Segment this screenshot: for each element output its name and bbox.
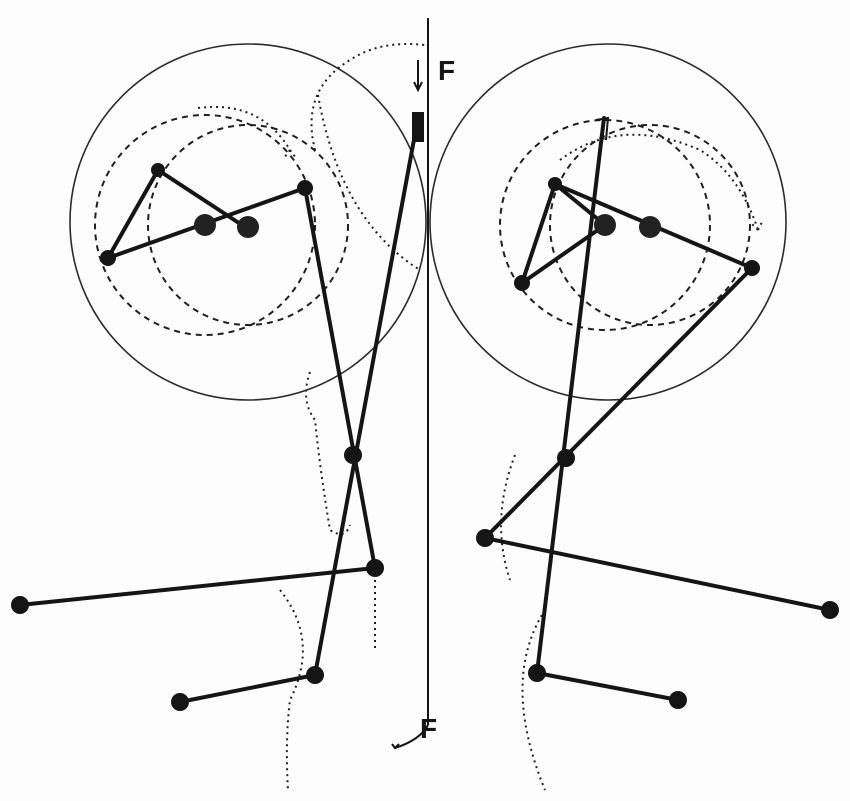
- left-lower-loop: [305, 371, 351, 535]
- right-crank-diagonal: [520, 223, 607, 285]
- left-foot-front-end: [171, 693, 189, 711]
- right-joint-top: [548, 177, 562, 191]
- left-joint-outer: [100, 250, 116, 266]
- left-axle: [194, 214, 216, 236]
- right-front-foot: [535, 671, 680, 702]
- left-foot-rear-end: [11, 596, 29, 614]
- right-foot-rear-end: [821, 601, 839, 619]
- right-top-hook: [595, 116, 610, 141]
- label-f-bottom: F: [420, 713, 437, 744]
- right-rear-leg: [483, 266, 754, 540]
- left-front-leg: [313, 116, 420, 677]
- left-rear-leg: [303, 186, 377, 570]
- right-hub: [639, 216, 661, 238]
- label-f-top: F: [438, 55, 455, 86]
- left-joint-upper-right: [297, 180, 313, 196]
- right-joint-ankle-front: [528, 664, 546, 682]
- right-wheel-circle: [429, 43, 787, 401]
- left-hub: [237, 216, 259, 238]
- left-crank-triangle: [106, 167, 247, 260]
- left-joint-ankle-rear: [366, 559, 384, 577]
- bottom-axis-hook: [394, 724, 429, 749]
- right-top-orbit-arc: [559, 133, 763, 231]
- right-knee-arc-lower: [521, 609, 546, 791]
- left-knee-arc: [279, 589, 304, 791]
- right-crank-circle-inner: [549, 124, 751, 326]
- right-joint-upper-right: [744, 260, 760, 276]
- left-top-block: [412, 112, 424, 142]
- left-joint-top: [151, 163, 165, 177]
- left-crank-circle-inner: [147, 124, 349, 326]
- bottom-axis-arrowhead: [391, 743, 400, 750]
- right-joint-cross: [557, 449, 575, 467]
- left-rear-foot: [18, 566, 377, 607]
- right-front-leg: [535, 116, 606, 675]
- left-wheel-circle: [69, 43, 427, 401]
- left-upper-loop: [310, 43, 426, 271]
- left-front-foot: [178, 673, 317, 704]
- right-foot-front-end: [669, 691, 687, 709]
- right-axle: [594, 214, 616, 236]
- right-joint-outer: [514, 275, 530, 291]
- right-crank-circle-outer: [499, 119, 711, 331]
- right-rear-foot: [483, 536, 832, 612]
- left-crank-circle-outer: [94, 114, 316, 336]
- top-arrow-head: [413, 81, 423, 93]
- left-joint-cross: [344, 446, 362, 464]
- left-top-orbit-arc: [197, 106, 297, 159]
- left-joint-ankle-front: [306, 666, 324, 684]
- right-joint-ankle-rear: [476, 529, 494, 547]
